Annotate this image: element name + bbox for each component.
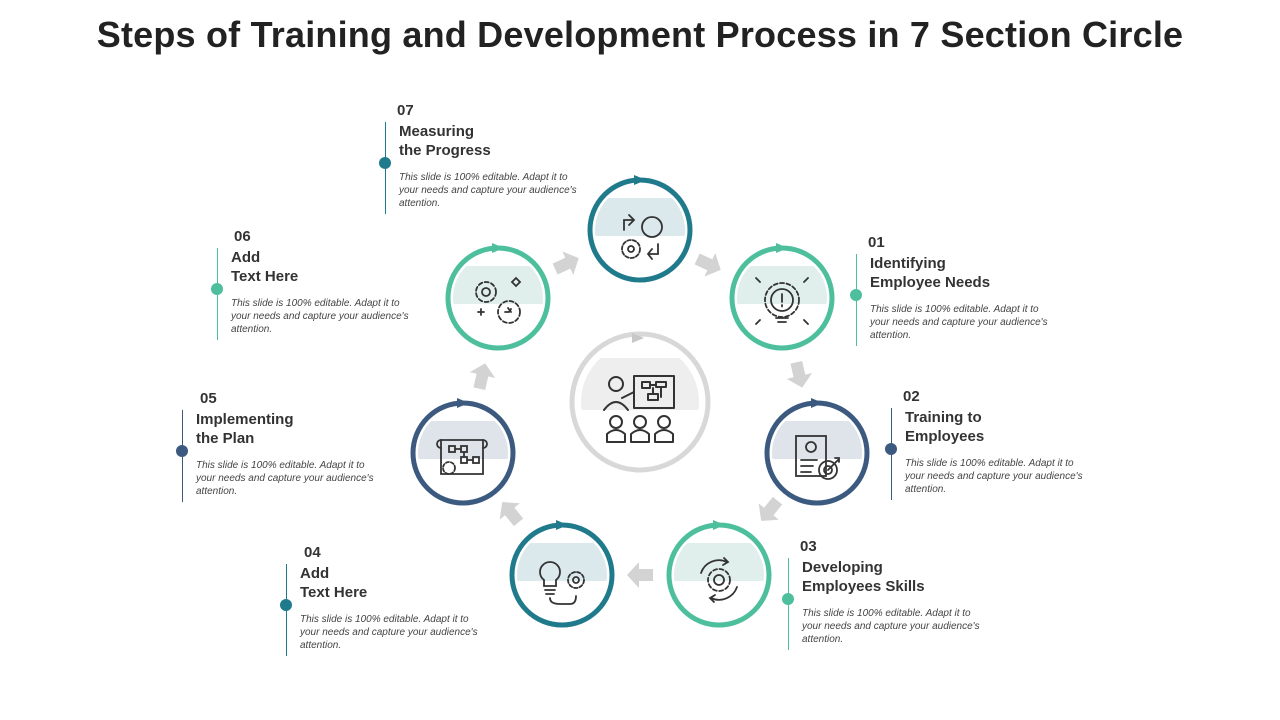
- step-number: 03: [800, 538, 817, 555]
- gear-cycle-icon: [700, 557, 738, 603]
- blueprint-plan-icon: [436, 439, 488, 475]
- page-title: Steps of Training and Development Proces…: [96, 14, 1184, 55]
- node-02: [764, 398, 870, 506]
- gear-progress-cycle-icon: [621, 214, 663, 260]
- step-number: 01: [868, 234, 885, 251]
- step-marker: [782, 593, 794, 605]
- arrow-5-to-6: [469, 363, 496, 391]
- lightbulb-gear-icon: [539, 561, 585, 605]
- gears-process-icon: [475, 276, 522, 324]
- step-number: 07: [397, 102, 414, 119]
- arrow-1-to-2: [786, 360, 813, 388]
- node-07: [587, 175, 693, 283]
- step-number: 04: [304, 544, 321, 561]
- step-description: This slide is 100% editable. Adapt it to…: [196, 460, 374, 497]
- flow-arrows: [469, 251, 813, 588]
- arrow-4-to-5: [499, 502, 524, 527]
- step-number: 06: [234, 228, 251, 245]
- step-number: 05: [200, 390, 217, 407]
- node-05: [410, 398, 516, 506]
- arrow-3-to-4: [627, 562, 653, 588]
- step-heading: Implementing the Plan: [196, 411, 294, 447]
- step-marker: [211, 283, 223, 295]
- step-marker: [280, 599, 292, 611]
- step-description: This slide is 100% editable. Adapt it to…: [231, 298, 409, 335]
- training-presentation-icon: [603, 375, 675, 443]
- step-heading: Add Text Here: [300, 565, 368, 601]
- step-heading: Identifying Employee Needs: [870, 255, 991, 291]
- idea-gear-bulb-icon: [755, 277, 809, 325]
- arrow-2-to-3: [758, 496, 783, 521]
- step-heading: Measuring the Progress: [399, 123, 491, 159]
- step-marker: [176, 445, 188, 457]
- step-description: This slide is 100% editable. Adapt it to…: [399, 172, 577, 209]
- node-06: [445, 243, 551, 351]
- step-heading: Developing Employees Skills: [802, 559, 925, 595]
- step-marker: [885, 443, 897, 455]
- step-marker: [379, 157, 391, 169]
- arrow-7-to-1: [694, 253, 721, 277]
- step-number: 02: [903, 388, 920, 405]
- step-description: This slide is 100% editable. Adapt it to…: [870, 304, 1048, 341]
- node-01: [729, 243, 835, 351]
- step-heading: Training to Employees: [905, 409, 985, 445]
- center-node: [569, 331, 711, 473]
- step-heading: Add Text Here: [231, 249, 299, 285]
- step-description: This slide is 100% editable. Adapt it to…: [905, 458, 1083, 495]
- arrow-6-to-7: [552, 251, 579, 275]
- step-description: This slide is 100% editable. Adapt it to…: [300, 614, 478, 651]
- target-document-icon: [795, 435, 840, 480]
- node-04: [509, 520, 615, 628]
- step-description: This slide is 100% editable. Adapt it to…: [802, 608, 980, 645]
- step-marker: [850, 289, 862, 301]
- node-03: [666, 520, 772, 628]
